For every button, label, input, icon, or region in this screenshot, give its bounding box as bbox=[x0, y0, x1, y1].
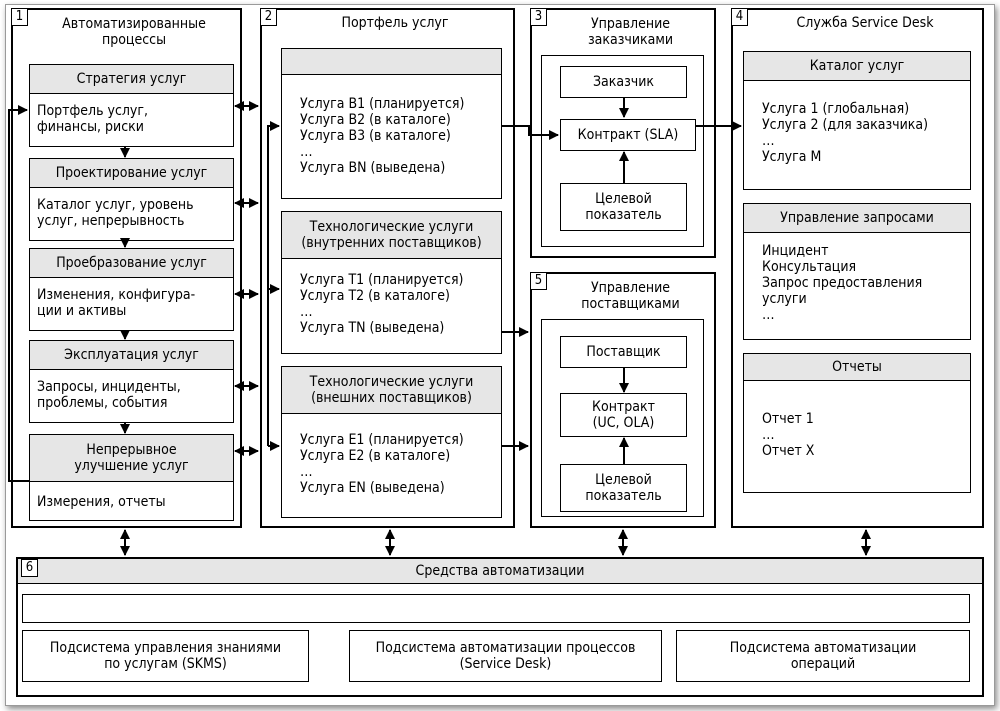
customer-management-title: Управление заказчиками bbox=[587, 16, 674, 48]
desk-catalog-header: Каталог услуг bbox=[743, 51, 971, 81]
process-body-operation: Запросы, инциденты, проблемы, события bbox=[29, 369, 234, 423]
process-header-transition: Проебразование услуг bbox=[29, 248, 234, 278]
desk-catalog-body: Услуга 1 (глобальная) Услуга 2 (для зака… bbox=[743, 80, 971, 190]
desk-reports-body: Отчет 1 … Отчет X bbox=[743, 380, 971, 493]
portfolio-group-1-header bbox=[281, 48, 502, 75]
process-body-design: Каталог услуг, уровень услуг, непрерывно… bbox=[29, 187, 234, 241]
portfolio-group-2-body: Услуга T1 (планируется) Услуга T2 (в кат… bbox=[281, 258, 502, 354]
supplier-management-title: Управление поставщиками bbox=[581, 280, 680, 312]
portfolio-group-2-header: Технологические услуги (внутренних поста… bbox=[281, 211, 502, 259]
process-body-transition: Изменения, конфигура- ции и активы bbox=[29, 277, 234, 331]
process-header-strategy: Стратегия услуг bbox=[29, 64, 234, 94]
subsystem-skms: Подсистема управления знаниями по услуга… bbox=[22, 630, 309, 682]
portfolio-group-1-body: Услуга B1 (планируется) Услуга B2 (в кат… bbox=[281, 74, 502, 199]
automation-tools-header: Средства автоматизации bbox=[17, 558, 983, 584]
section-number-1: 1 bbox=[11, 8, 28, 26]
desk-requests-body: Инцидент Консультация Запрос предоставле… bbox=[743, 232, 971, 340]
automation-empty-bar bbox=[22, 594, 970, 623]
supplier-target-box: Целевой показатель bbox=[560, 464, 687, 512]
customer-box: Заказчик bbox=[560, 66, 687, 98]
service-portfolio-title: Портфель услуг bbox=[341, 15, 449, 31]
section-number-4: 4 bbox=[731, 8, 748, 26]
subsystem-service-desk: Подсистема автоматизации процессов (Serv… bbox=[349, 630, 662, 682]
supplier-box: Поставщик bbox=[560, 336, 687, 368]
customer-contract-box: Контракт (SLA) bbox=[560, 119, 696, 151]
customer-target-box: Целевой показатель bbox=[560, 183, 687, 231]
section-number-5: 5 bbox=[530, 272, 547, 290]
portfolio-group-3-body: Услуга E1 (планируется) Услуга E2 (в кат… bbox=[281, 413, 502, 518]
process-header-improvement: Непрерывное улучшение услуг bbox=[29, 434, 234, 482]
section-number-6: 6 bbox=[21, 559, 38, 577]
subsystem-operations: Подсистема автоматизации операций bbox=[676, 630, 970, 682]
section-number-3: 3 bbox=[530, 8, 547, 26]
process-header-operation: Эксплуатация услуг bbox=[29, 340, 234, 370]
processes-column-title: Автоматизированные процессы bbox=[62, 16, 206, 48]
portfolio-group-3-header: Технологические услуги (внешних поставщи… bbox=[281, 366, 502, 414]
supplier-contract-box: Контракт (UC, OLA) bbox=[560, 393, 687, 437]
desk-requests-header: Управление запросами bbox=[743, 203, 971, 233]
service-desk-title: Служба Service Desk bbox=[796, 15, 934, 31]
desk-reports-header: Отчеты bbox=[743, 353, 971, 381]
process-body-strategy: Портфель услуг, финансы, риски bbox=[29, 93, 234, 147]
process-body-improvement: Измерения, отчеты bbox=[29, 481, 234, 521]
section-number-2: 2 bbox=[260, 8, 277, 26]
process-header-design: Проектирование услуг bbox=[29, 158, 234, 188]
